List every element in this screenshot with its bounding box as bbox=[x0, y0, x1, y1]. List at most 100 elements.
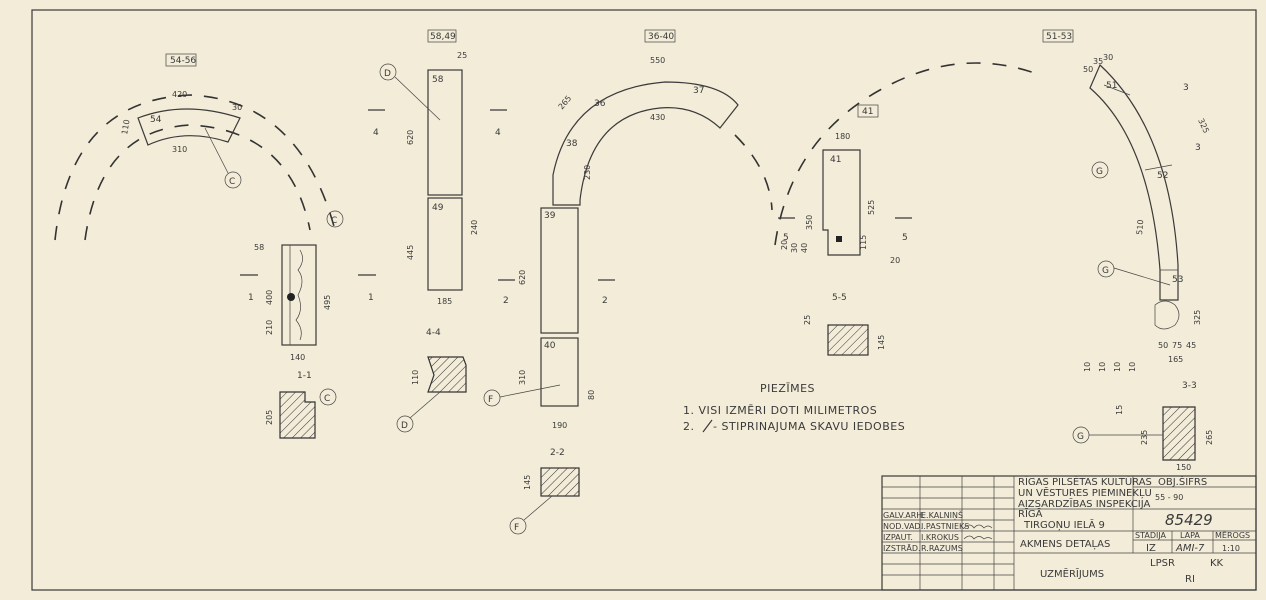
drawing-label: 1 bbox=[368, 293, 374, 303]
drawing-label: 110 bbox=[120, 119, 132, 136]
drawing-label: 145 bbox=[877, 335, 886, 350]
drawing-label: AMI-7 bbox=[1175, 543, 1205, 554]
drawing-label: 3-3 bbox=[1182, 381, 1197, 391]
drawing-label: 620 bbox=[518, 270, 527, 285]
drawing-label: 41 bbox=[862, 107, 873, 117]
drawing-label: 41 bbox=[830, 155, 841, 165]
drawing-label: 20 bbox=[780, 240, 789, 250]
drawing-label: 75 bbox=[1172, 341, 1182, 350]
drawing-label: 5-5 bbox=[832, 293, 847, 303]
drawing-label: IZSTRĀD. bbox=[883, 543, 921, 553]
drawing-label: 4 bbox=[495, 128, 501, 138]
drawing-label: IZPAUT. bbox=[883, 533, 913, 542]
drawing-label: 25 bbox=[457, 51, 467, 60]
drawing-label: 495 bbox=[323, 295, 332, 310]
drawing-label: 38 bbox=[566, 139, 578, 149]
drawing-label: 20 bbox=[890, 256, 900, 265]
drawing-label: 55 - 90 bbox=[1155, 493, 1183, 502]
signature-2 bbox=[963, 535, 993, 540]
drawing-label: 165 bbox=[1168, 355, 1183, 364]
drawing-label: 2 bbox=[602, 296, 608, 306]
drawing-label: NOD.VAD. bbox=[883, 522, 923, 531]
drawing-label: 2 bbox=[503, 296, 509, 306]
drawing-label: 235 bbox=[1140, 430, 1149, 445]
drawing-label: 150 bbox=[1176, 463, 1191, 472]
drawing-label: 36-40 bbox=[648, 32, 674, 42]
drawing-label: 50 bbox=[1083, 65, 1093, 74]
drawing-label: 5 bbox=[783, 233, 789, 243]
drawing-label: 2-2 bbox=[550, 448, 565, 458]
drawing-label: 550 bbox=[650, 56, 665, 65]
drawing-label: 4-4 bbox=[426, 328, 441, 338]
drawing-label: 310 bbox=[518, 370, 527, 385]
drawing-label: 445 bbox=[406, 245, 415, 260]
drawing-label: 51-53 bbox=[1046, 32, 1072, 42]
drawing-label: 58 bbox=[432, 75, 444, 85]
clamp-mark-icon bbox=[702, 419, 713, 433]
drawing-label: C bbox=[324, 394, 330, 404]
drawing-label: UN VĒSTURES PIEMINEKĻU bbox=[1018, 486, 1152, 499]
drawing-label: 30 bbox=[232, 103, 242, 112]
title-block: RĪGAS PILSĒTAS KULTŪRAS UN VĒSTURES PIEM… bbox=[881, 475, 1257, 591]
drawing-label: 25 bbox=[803, 315, 812, 325]
notes: PIEZĪMES 1. VISI IZMĒRI DOTI MILIMETROS … bbox=[683, 382, 905, 433]
view-41: 41 41 180 350 525 115 20 20 30 40 5 5 5-… bbox=[774, 62, 1041, 356]
drawing-label: 58,49 bbox=[430, 32, 456, 42]
drawing-label: 350 bbox=[805, 215, 814, 230]
drawing-label: 265 bbox=[557, 94, 574, 111]
drawing-label: 53 bbox=[1172, 275, 1183, 285]
view-54-56: 54-56 54 420 310 110 30 C C 58 400 210 4… bbox=[54, 53, 376, 439]
drawing-label: 80 bbox=[587, 390, 596, 400]
sheet-border bbox=[31, 9, 1257, 591]
drawing-label: 620 bbox=[406, 130, 415, 145]
drawing-label: TIRGOŅU IELĀ 9 bbox=[1023, 518, 1105, 531]
drawing-label: 240 bbox=[470, 220, 479, 235]
drawing-label: E.KALNIŅŠ bbox=[921, 509, 963, 521]
drawing-label: 40 bbox=[800, 243, 809, 253]
drawing-label: 205 bbox=[265, 410, 274, 425]
drawing-label: RĪGĀ bbox=[1018, 507, 1043, 520]
drawing-label: 1-1 bbox=[297, 371, 312, 381]
note-2-number: 2. bbox=[683, 420, 695, 433]
drawing-label: D bbox=[384, 69, 391, 79]
drawing-label: F bbox=[514, 523, 519, 533]
drawing-label: I.PASTNIEKS bbox=[921, 522, 969, 531]
note-2-text: - STIPRINAJUMA SKAVU IEDOBES bbox=[713, 420, 905, 433]
drawing-label: UZMĒRĪJUMS bbox=[1040, 567, 1104, 580]
drawing-label: 10 bbox=[1083, 362, 1092, 372]
drawing-label: 420 bbox=[172, 90, 187, 99]
drawing-label: 50 bbox=[1158, 341, 1168, 350]
drawing-label: 325 bbox=[1196, 117, 1211, 135]
drawing-label: 51 bbox=[1106, 81, 1117, 91]
drawing-label: D bbox=[401, 421, 408, 431]
drawing-label: AKMENS DETAĻAS bbox=[1020, 539, 1110, 550]
drawing-label: MĒROGS bbox=[1215, 530, 1250, 540]
drawing-label: C bbox=[229, 177, 235, 187]
drawing-label: 110 bbox=[411, 370, 420, 385]
drawing-label: GALV.ARH. bbox=[883, 511, 925, 520]
drawing-label: 510 bbox=[1135, 219, 1145, 235]
drawing-label: 10 bbox=[1128, 362, 1137, 372]
drawing-label: 310 bbox=[172, 145, 187, 154]
drawing-label: LPSR bbox=[1150, 558, 1175, 569]
drawing-label: 3 bbox=[1195, 143, 1201, 153]
drawing-label: LAPA bbox=[1180, 531, 1200, 540]
drawing-label: 230 bbox=[583, 165, 592, 180]
drawing-label: 40 bbox=[544, 341, 556, 351]
drawing-label: AIZSARDZĪBAS INSPEKCIJA bbox=[1018, 497, 1151, 510]
drawing-label: 36 bbox=[594, 99, 606, 109]
view-51-53: 51-53 51 52 53 325 510 325 50 75 45 165 … bbox=[1042, 29, 1214, 472]
drawing-label: 190 bbox=[552, 421, 567, 430]
drawing-label: 45 bbox=[1186, 341, 1196, 350]
drawing-label: 85429 bbox=[1165, 511, 1213, 529]
drawing-label: G bbox=[1102, 266, 1109, 276]
drawing-label: 1:10 bbox=[1222, 544, 1240, 553]
drawing-label: G bbox=[1096, 167, 1103, 177]
drawing-label: 265 bbox=[1205, 430, 1214, 445]
signature-1 bbox=[963, 524, 993, 529]
drawing-label: 3 bbox=[1183, 83, 1189, 93]
drawing-label: 54 bbox=[150, 115, 162, 125]
drawing-label: C bbox=[331, 216, 337, 226]
